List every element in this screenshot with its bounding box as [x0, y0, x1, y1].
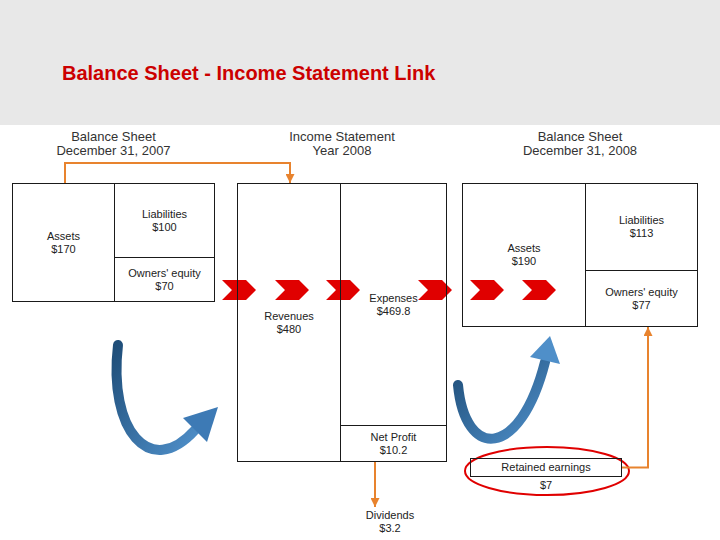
curved-arrow-body — [117, 345, 195, 450]
income-statement-box: Income Statement Year 2008Revenues $480E… — [237, 183, 447, 462]
account-label: Liabilities $113 — [619, 214, 664, 240]
account-box: Revenues $480 — [237, 183, 341, 462]
account-label: Revenues $480 — [264, 310, 314, 336]
account-label: Assets $170 — [47, 230, 80, 256]
dividends-label: Dividends $3.2 — [358, 508, 422, 536]
curved-arrow-head — [183, 407, 218, 442]
chevron — [522, 280, 556, 300]
flow-connector — [65, 163, 290, 183]
statement-heading: Balance Sheet December 31, 2008 — [518, 130, 643, 158]
account-label: $7 — [471, 479, 621, 492]
account-label: Owners' equity $77 — [597, 286, 687, 312]
statement-heading: Income Statement Year 2008 — [280, 130, 405, 158]
flow-connector — [374, 462, 376, 507]
account-box: Assets $190 — [462, 183, 586, 327]
curved-arrow-head — [530, 336, 560, 364]
account-box: Assets $170 — [12, 183, 115, 302]
balance-sheet-box: Balance Sheet December 31, 2008Assets $1… — [462, 183, 698, 327]
slide-title: Balance Sheet - Income Statement Link — [62, 62, 435, 85]
account-label: Net Profit $10.2 — [360, 431, 428, 457]
account-label: Retained earnings — [501, 461, 590, 474]
account-box: Expenses $469.8 — [340, 183, 447, 426]
chevron — [470, 280, 504, 300]
account-box: Owners' equity $70 — [114, 257, 215, 302]
account-label: Expenses $469.8 — [369, 292, 417, 318]
account-box: Net Profit $10.2 — [340, 425, 447, 462]
flow-connector — [622, 327, 648, 468]
curved-arrow-body — [458, 362, 545, 439]
account-box: Liabilities $113 — [585, 183, 698, 271]
account-box: Owners' equity $77 — [585, 270, 698, 327]
curved-arrow — [117, 345, 218, 450]
retained-earnings-box: Retained earnings$7 — [470, 458, 622, 477]
account-label: Dividends $3.2 — [366, 509, 414, 535]
account-box: Liabilities $100 — [114, 183, 215, 258]
statement-heading: Balance Sheet December 31, 2007 — [51, 130, 176, 158]
chevron — [275, 280, 309, 300]
highlight-ellipse — [465, 447, 629, 495]
balance-sheet-box: Balance Sheet December 31, 2007Assets $1… — [12, 183, 215, 302]
curved-arrow — [458, 336, 560, 439]
chevron — [326, 280, 360, 300]
chevron — [222, 280, 256, 300]
account-label: Assets $190 — [507, 242, 540, 268]
account-label: Liabilities $100 — [142, 208, 187, 234]
account-label: Owners' equity $70 — [120, 267, 210, 293]
